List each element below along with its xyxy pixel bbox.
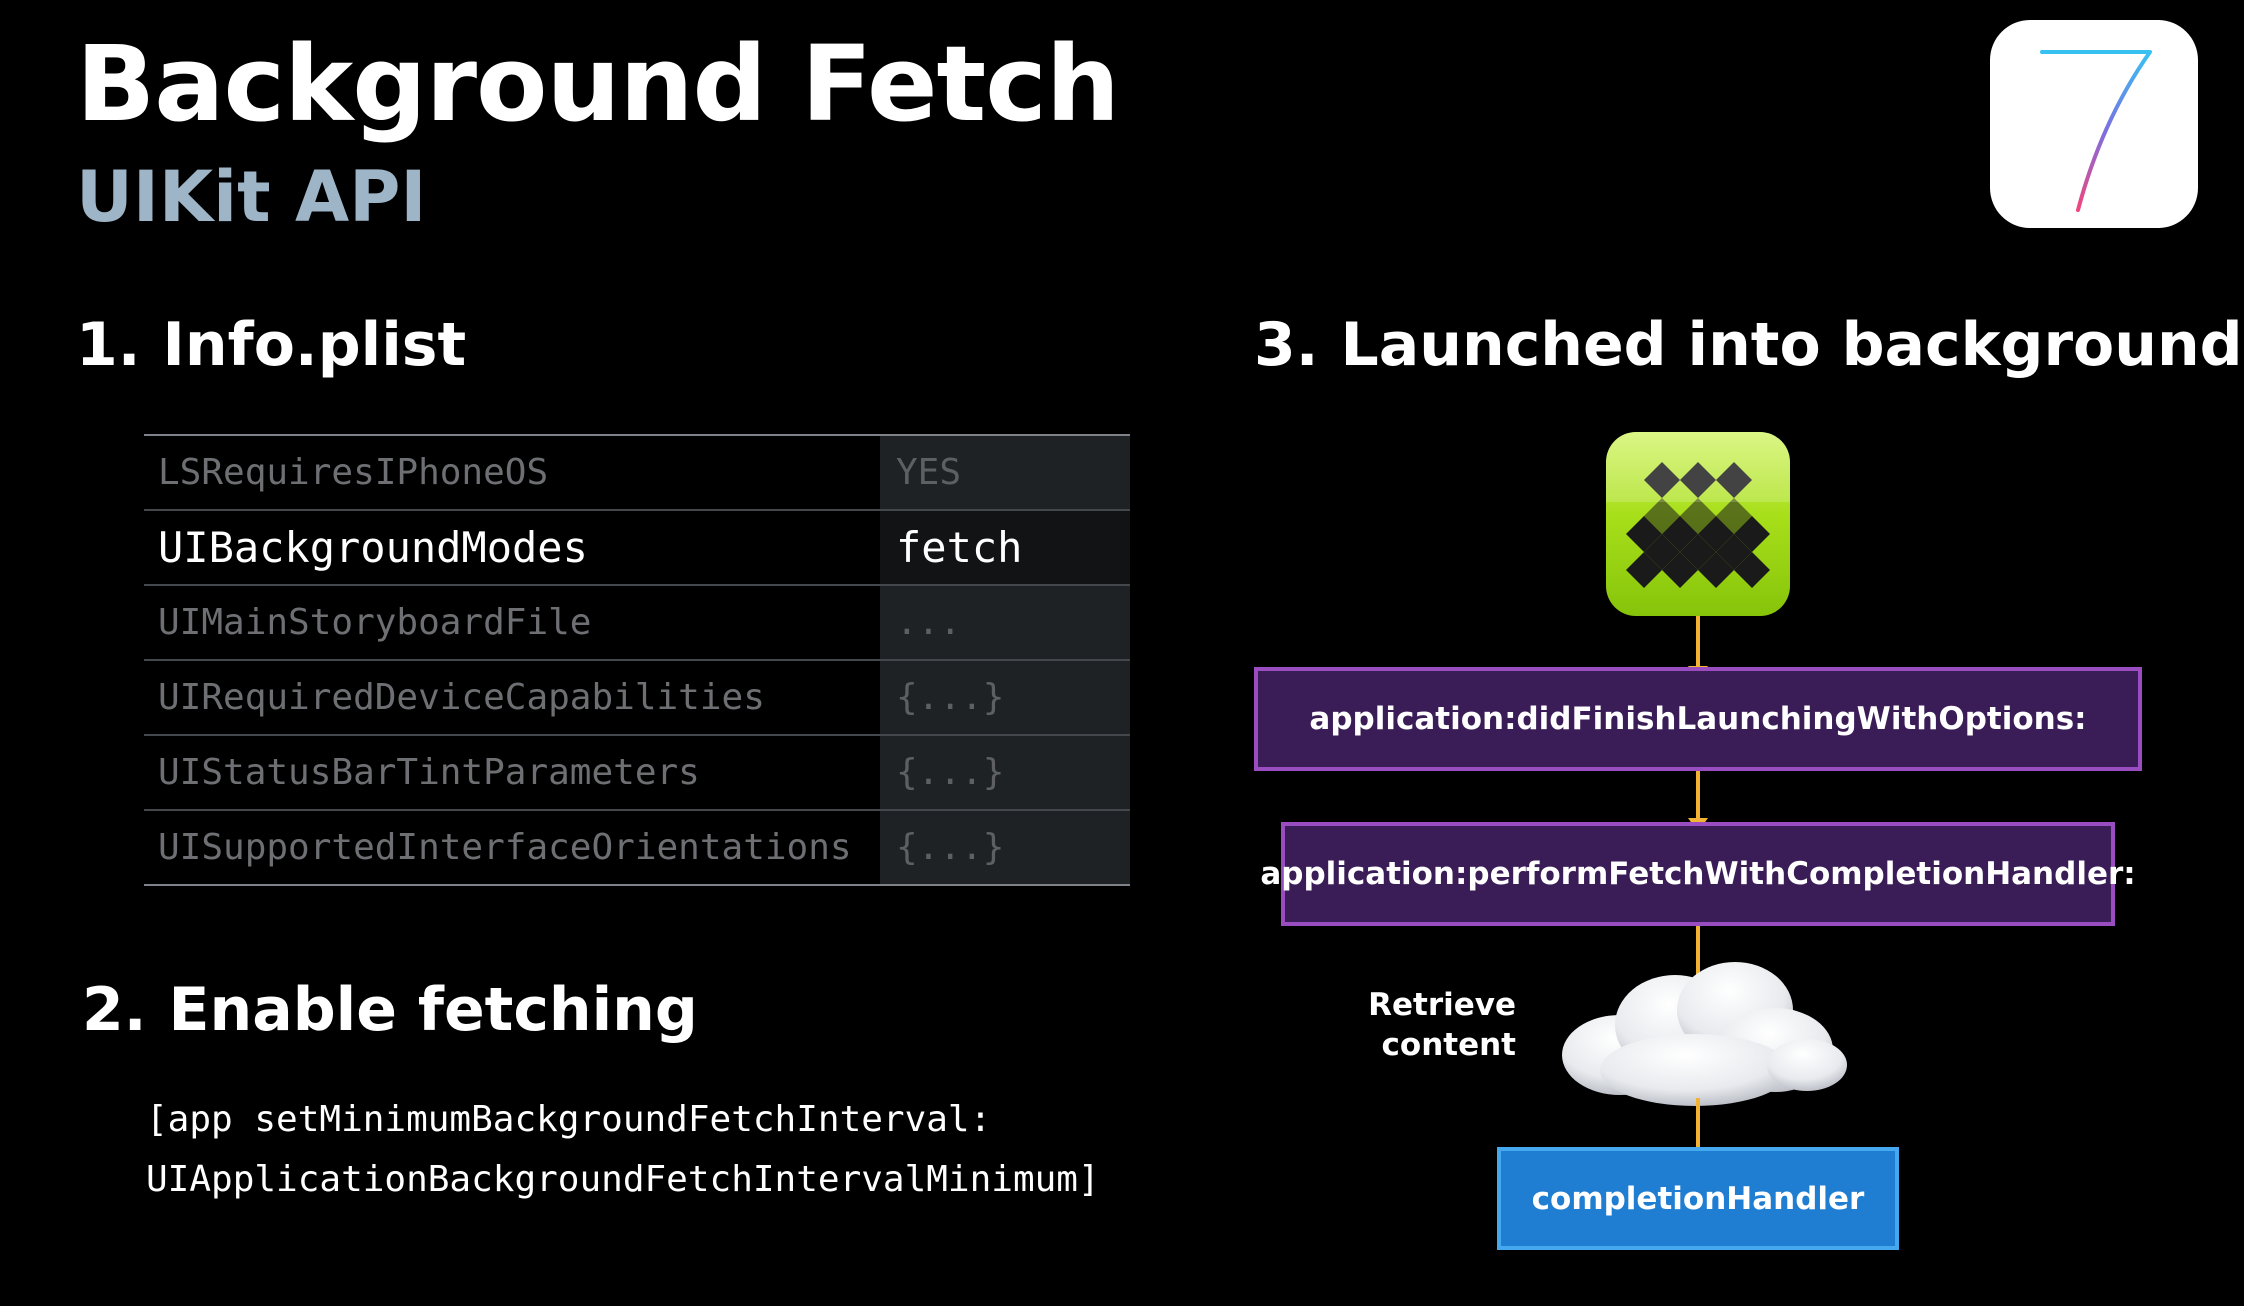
section-3-title: Launched into background bbox=[1340, 310, 2243, 380]
plist-key: LSRequiresIPhoneOS bbox=[158, 452, 549, 493]
plist-table: LSRequiresIPhoneOS YES UIBackgroundModes… bbox=[144, 434, 1130, 886]
step-label: completionHandler bbox=[1531, 1180, 1865, 1217]
code-snippet: [app setMinimumBackgroundFetchInterval: … bbox=[146, 1090, 1100, 1210]
step-completion-handler: completionHandler bbox=[1497, 1147, 1899, 1250]
section-1-heading: 1. Info.plist bbox=[76, 310, 466, 380]
plist-row[interactable]: LSRequiresIPhoneOS YES bbox=[144, 436, 1130, 511]
plist-value: {...} bbox=[880, 661, 1130, 734]
section-2-number: 2. bbox=[82, 975, 147, 1045]
retrieve-line: Retrieve bbox=[1368, 987, 1516, 1023]
ios7-logo-icon bbox=[1990, 20, 2198, 228]
plist-key: UISupportedInterfaceOrientations bbox=[158, 827, 852, 868]
cloud-icon bbox=[1545, 955, 1855, 1115]
plist-value: {...} bbox=[880, 736, 1130, 809]
plist-key: UIMainStoryboardFile bbox=[158, 602, 592, 643]
cloud-graphic bbox=[1562, 962, 1847, 1106]
section-1-title: Info.plist bbox=[162, 310, 467, 380]
step-perform-fetch: application:performFetchWithCompletionHa… bbox=[1260, 822, 2136, 926]
step-label: application:didFinishLaunchingWithOption… bbox=[1309, 701, 2087, 737]
section-3-number: 3. bbox=[1254, 310, 1319, 380]
plist-value: ... bbox=[880, 586, 1130, 659]
plist-row-background-modes[interactable]: UIBackgroundModes fetch bbox=[144, 511, 1130, 586]
section-1-number: 1. bbox=[76, 310, 141, 380]
plist-key: UIStatusBarTintParameters bbox=[158, 752, 700, 793]
plist-row[interactable]: UIMainStoryboardFile ... bbox=[144, 586, 1130, 661]
flow-connector bbox=[1696, 771, 1700, 825]
plist-value: {...} bbox=[880, 811, 1130, 884]
flow-connector bbox=[1696, 1098, 1700, 1156]
slide-subtitle: UIKit API bbox=[76, 156, 427, 238]
plist-row[interactable]: UISupportedInterfaceOrientations {...} bbox=[144, 811, 1130, 884]
ios7-numeral-graphic bbox=[2040, 50, 2152, 212]
step-did-finish-launching: application:didFinishLaunchingWithOption… bbox=[1254, 667, 2142, 771]
code-line: UIApplicationBackgroundFetchIntervalMini… bbox=[146, 1159, 1100, 1200]
retrieve-line: content bbox=[1381, 1027, 1516, 1063]
plist-row[interactable]: UIRequiredDeviceCapabilities {...} bbox=[144, 661, 1130, 736]
section-2-title: Enable fetching bbox=[168, 975, 698, 1045]
plist-key: UIBackgroundModes bbox=[158, 523, 588, 572]
app-icon-pattern bbox=[1606, 432, 1790, 588]
plist-key: UIRequiredDeviceCapabilities bbox=[158, 677, 765, 718]
step-label: application:performFetchWithCompletionHa… bbox=[1260, 856, 2136, 892]
plist-value: fetch bbox=[880, 511, 1130, 584]
flow-connector bbox=[1696, 926, 1700, 976]
code-line: [app setMinimumBackgroundFetchInterval: bbox=[146, 1099, 992, 1140]
app-icon bbox=[1606, 432, 1790, 616]
plist-row[interactable]: UIStatusBarTintParameters {...} bbox=[144, 736, 1130, 811]
section-2-heading: 2. Enable fetching bbox=[82, 975, 698, 1045]
slide-title: Background Fetch bbox=[76, 23, 1120, 145]
section-3-heading: 3. Launched into background bbox=[1254, 310, 2243, 380]
retrieve-content-label: Retrieve content bbox=[1340, 985, 1516, 1065]
plist-value: YES bbox=[880, 436, 1130, 509]
flow-connector bbox=[1696, 616, 1700, 674]
